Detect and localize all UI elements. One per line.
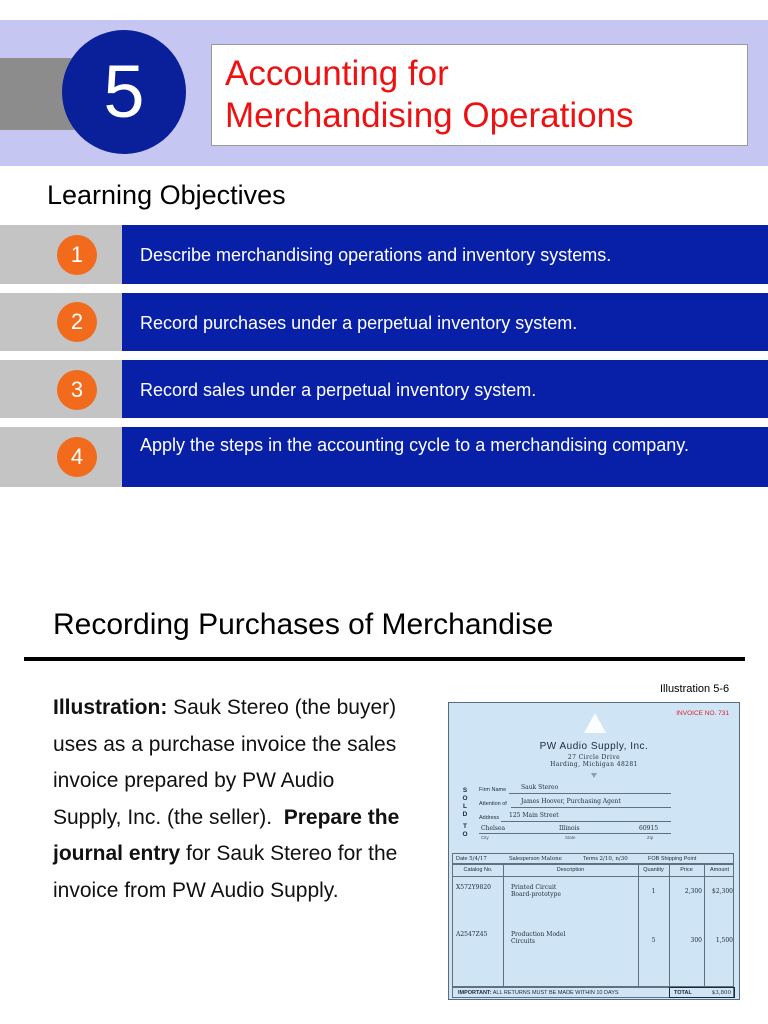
attention-value: James Hoover, Purchasing Agent [521,798,621,805]
description-line-2: Board-prototype [511,891,561,898]
zip-value: 60915 [639,825,659,832]
city-label: City [481,835,489,840]
objective-number-badge: 3 [57,370,97,410]
decorative-triangle-icon [591,773,597,778]
sold-to-label: S O L D T O [462,787,468,838]
objective-row-4: 4 Apply the steps in the accounting cycl… [0,427,768,487]
title-divider [24,657,745,661]
chapter-number-badge: 5 [62,30,186,154]
firm-name-label: Firm Name [479,787,507,793]
objective-row-2: 2 Record purchases under a perpetual inv… [0,293,768,351]
zip-label: Zip [647,835,654,840]
price: 2,300 [684,888,702,895]
column-header: Quantity [643,867,664,873]
amount: $2,300 [712,888,733,895]
slide-title: Recording Purchases of Merchandise [53,608,554,641]
illustration-description: Illustration: Sauk Stereo (the buyer) us… [53,690,403,909]
date-label: Date [456,856,468,862]
chapter-title-line-1: Accounting for [225,54,449,93]
column-header: Catalog No. [463,867,493,873]
quantity: 5 [651,937,656,944]
column-header: Amount [710,867,729,873]
invoice-meta-row: Date 5/4/17 Salesperson Malone Terms 2/1… [452,853,734,864]
catalog-no: A2547Z45 [456,931,488,938]
objective-text: Record purchases under a perpetual inven… [140,313,578,333]
body-text-1: Sauk Stereo (the buyer) uses as a purcha… [53,696,397,829]
total-box: TOTAL $3,800 [669,987,735,999]
state-value: Illinois [559,825,580,832]
fob-value: FOB Shipping Point [648,856,697,862]
objective-number-badge: 1 [57,235,97,275]
objective-text: Record sales under a perpetual inventory… [140,380,537,400]
invoice-number: INVOICE NO. 731 [676,710,729,717]
chapter-title-line-2: Merchandising Operations [225,96,634,135]
objective-text: Describe merchandising operations and in… [140,245,612,265]
terms-label: Terms [583,856,598,862]
objective-number-badge: 4 [57,437,97,477]
important-note: ALL RETURNS MUST BE MADE WITHIN 10 DAYS [491,990,619,996]
city-value: Chelsea [481,825,506,832]
illustration-label: Illustration 5-6 [660,683,730,695]
column-header: Description [556,867,585,873]
invoice-line-items-table: Catalog No. Description Quantity Price A… [452,864,734,987]
objective-row-3: 3 Record sales under a perpetual invento… [0,360,768,418]
company-logo-icon [584,713,606,733]
learning-objectives-heading: Learning Objectives [47,180,286,210]
quantity: 1 [651,888,656,895]
description-line-2: Circuits [511,938,536,945]
description-line-1: Printed Circuit [511,884,557,891]
objective-number-badge: 2 [57,302,97,342]
body-bold-instruction: Prepare the journal entry [53,805,400,866]
objective-text: Apply the steps in the accounting cycle … [140,435,689,455]
objective-row-1: 1 Describe merchandising operations and … [0,225,768,284]
total-label: TOTAL [674,990,692,997]
sales-invoice-image: INVOICE NO. 731 PW Audio Supply, Inc. 27… [448,702,740,1000]
body-text-2: for Sauk Stereo for the invoice from PW … [53,842,398,902]
chapter-title-box: Accounting for Merchandising Operations [211,44,748,146]
address-label: Address [479,815,500,821]
salesperson-label: Salesperson [509,856,540,862]
description-line-1: Production Model [511,931,566,938]
invoice-address-line-2: Harding, Michigan 48281 [550,761,638,768]
amount: 1,500 [715,937,733,944]
date-value: 5/4/17 [469,856,487,862]
invoice-footer: IMPORTANT: ALL RETURNS MUST BE MADE WITH… [452,987,735,999]
state-label: State [565,835,576,840]
attention-label: Attention of [479,801,507,807]
column-header: Price [680,867,693,873]
illustration-lead: Illustration: [53,696,168,719]
important-label: IMPORTANT: [458,990,492,996]
address-value: 125 Main Street [509,812,559,819]
salesperson-value: Malone [541,856,562,862]
price: 300 [690,937,702,944]
firm-name-value: Sauk Stereo [521,784,559,791]
catalog-no: X572Y9820 [456,884,491,891]
chapter-title: Accounting for Merchandising Operations [225,53,634,137]
invoice-company-name: PW Audio Supply, Inc. [539,741,649,752]
total-value: $3,800 [711,990,731,997]
terms-value: 2/10, n/30 [599,856,628,862]
invoice-address-line-1: 27 Circle Drive [567,754,621,761]
